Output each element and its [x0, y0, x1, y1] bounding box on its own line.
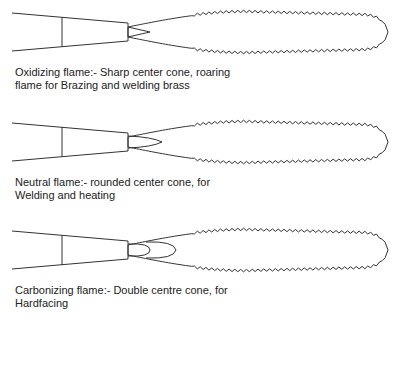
- inner-cone: [128, 27, 150, 37]
- torch-tip: [12, 231, 128, 269]
- torch-3: [12, 228, 388, 272]
- outer-flame: [128, 228, 388, 272]
- flame-caption: Carbonizing flame:- Double centre cone, …: [15, 284, 251, 310]
- flame-caption: Oxidizing flame:- Sharp center cone, roa…: [15, 66, 255, 92]
- torch-tip: [12, 123, 128, 161]
- inner-cone: [128, 244, 150, 256]
- torch-2: [12, 120, 388, 164]
- flame-caption: Neutral flame:- rounded center cone, for…: [15, 176, 237, 202]
- outer-flame: [128, 10, 388, 54]
- torch-tip: [12, 13, 128, 51]
- outer-flame: [128, 120, 388, 164]
- acetylene-feather: [146, 242, 176, 258]
- torch-1: [12, 10, 388, 54]
- inner-cone: [128, 136, 162, 148]
